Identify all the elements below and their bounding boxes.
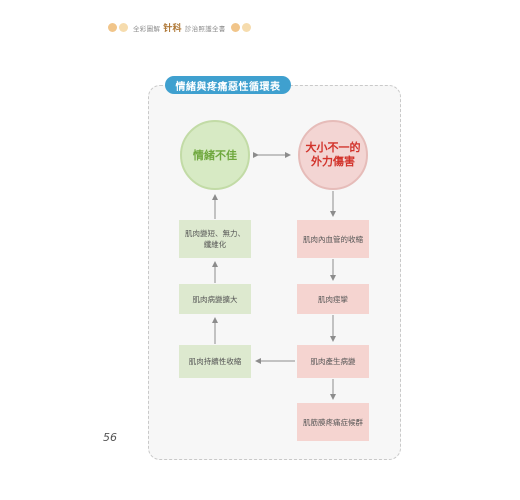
running-header: 全彩圖解针科診治照護全書 — [108, 20, 251, 34]
dot-icon — [108, 22, 117, 32]
circle-external-force-line2: 外力傷害 — [311, 155, 355, 168]
circle-emotion-label: 情緒不佳 — [193, 149, 237, 162]
box-muscle-spasm: 肌肉痙攣 — [297, 284, 369, 314]
dot-icon — [230, 22, 240, 32]
diagram-title: 情緒與疼痛惡性循環表 — [165, 76, 291, 94]
box-muscle-lesion: 肌肉產生病變 — [297, 345, 369, 378]
box-sustained-contraction: 肌肉持續性收縮 — [179, 345, 251, 378]
circle-external-force-line1: 大小不一的 — [305, 141, 361, 154]
box-myofascial-pain: 肌筋膜疼痛症候群 — [297, 403, 369, 441]
circle-external-force: 大小不一的 外力傷害 — [298, 120, 368, 190]
dot-icon — [241, 22, 251, 32]
page-number: 56 — [103, 431, 117, 444]
box-lesion-expansion: 肌肉病變擴大 — [179, 284, 251, 314]
box-muscle-shortening: 肌肉變短、無力、纖維化 — [179, 220, 251, 258]
header-text: 全彩圖解针科診治照護全書 — [133, 23, 226, 34]
circle-emotion: 情緒不佳 — [180, 120, 250, 190]
box-vessel-contraction: 肌肉內血管的收縮 — [297, 220, 369, 258]
dot-icon — [119, 22, 128, 32]
